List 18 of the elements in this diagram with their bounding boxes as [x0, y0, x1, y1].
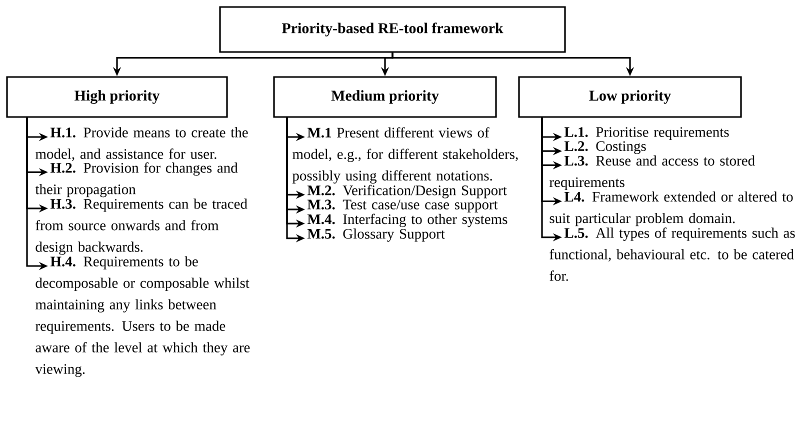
category-box: Medium priority [273, 76, 497, 118]
category-box: High priority [6, 76, 228, 118]
title-box: Priority-based RE-tool framework [219, 6, 566, 53]
requirement-text: L.1. Prioritise requirements [564, 127, 729, 140]
requirement-text: L.3. Reuse and access to stored requirements [550, 155, 755, 190]
requirement-text: M.5. Glossary Support [307, 228, 445, 242]
requirement-text: M.2. Verification/Design Support [307, 184, 507, 198]
requirement-text: H.1. Provide means to create the model, and assistance for user. [36, 127, 248, 161]
requirement-text: H.3. Requirements can be traced from source onwards and from design backwards. [36, 198, 248, 255]
requirement-text: M.1 Present different views of model, e.g., for different stakeholders, possibly using different notations. [292, 127, 518, 184]
requirement-text: M.4. Interfacing to other systems [307, 214, 508, 228]
requirement-text: L.5. All types of requirements such as functional, behavioural etc. to be catered for. [550, 228, 795, 281]
requirement-text: M.3. Test case/use case support [307, 200, 498, 212]
requirement-text: H.2. Provision for changes and their propagation [35, 162, 238, 198]
requirement-text: H.4. Requirements to be decomposable or composable whilst maintaining any links between requirements. Users to be made aware of the level at which they are viewing. [35, 256, 250, 377]
requirement-text: L4. Framework extended or altered to suit particular problem domain. [550, 191, 793, 226]
category-box: Low priority [518, 76, 742, 118]
requirement-text: L.2. Costings [564, 141, 646, 154]
